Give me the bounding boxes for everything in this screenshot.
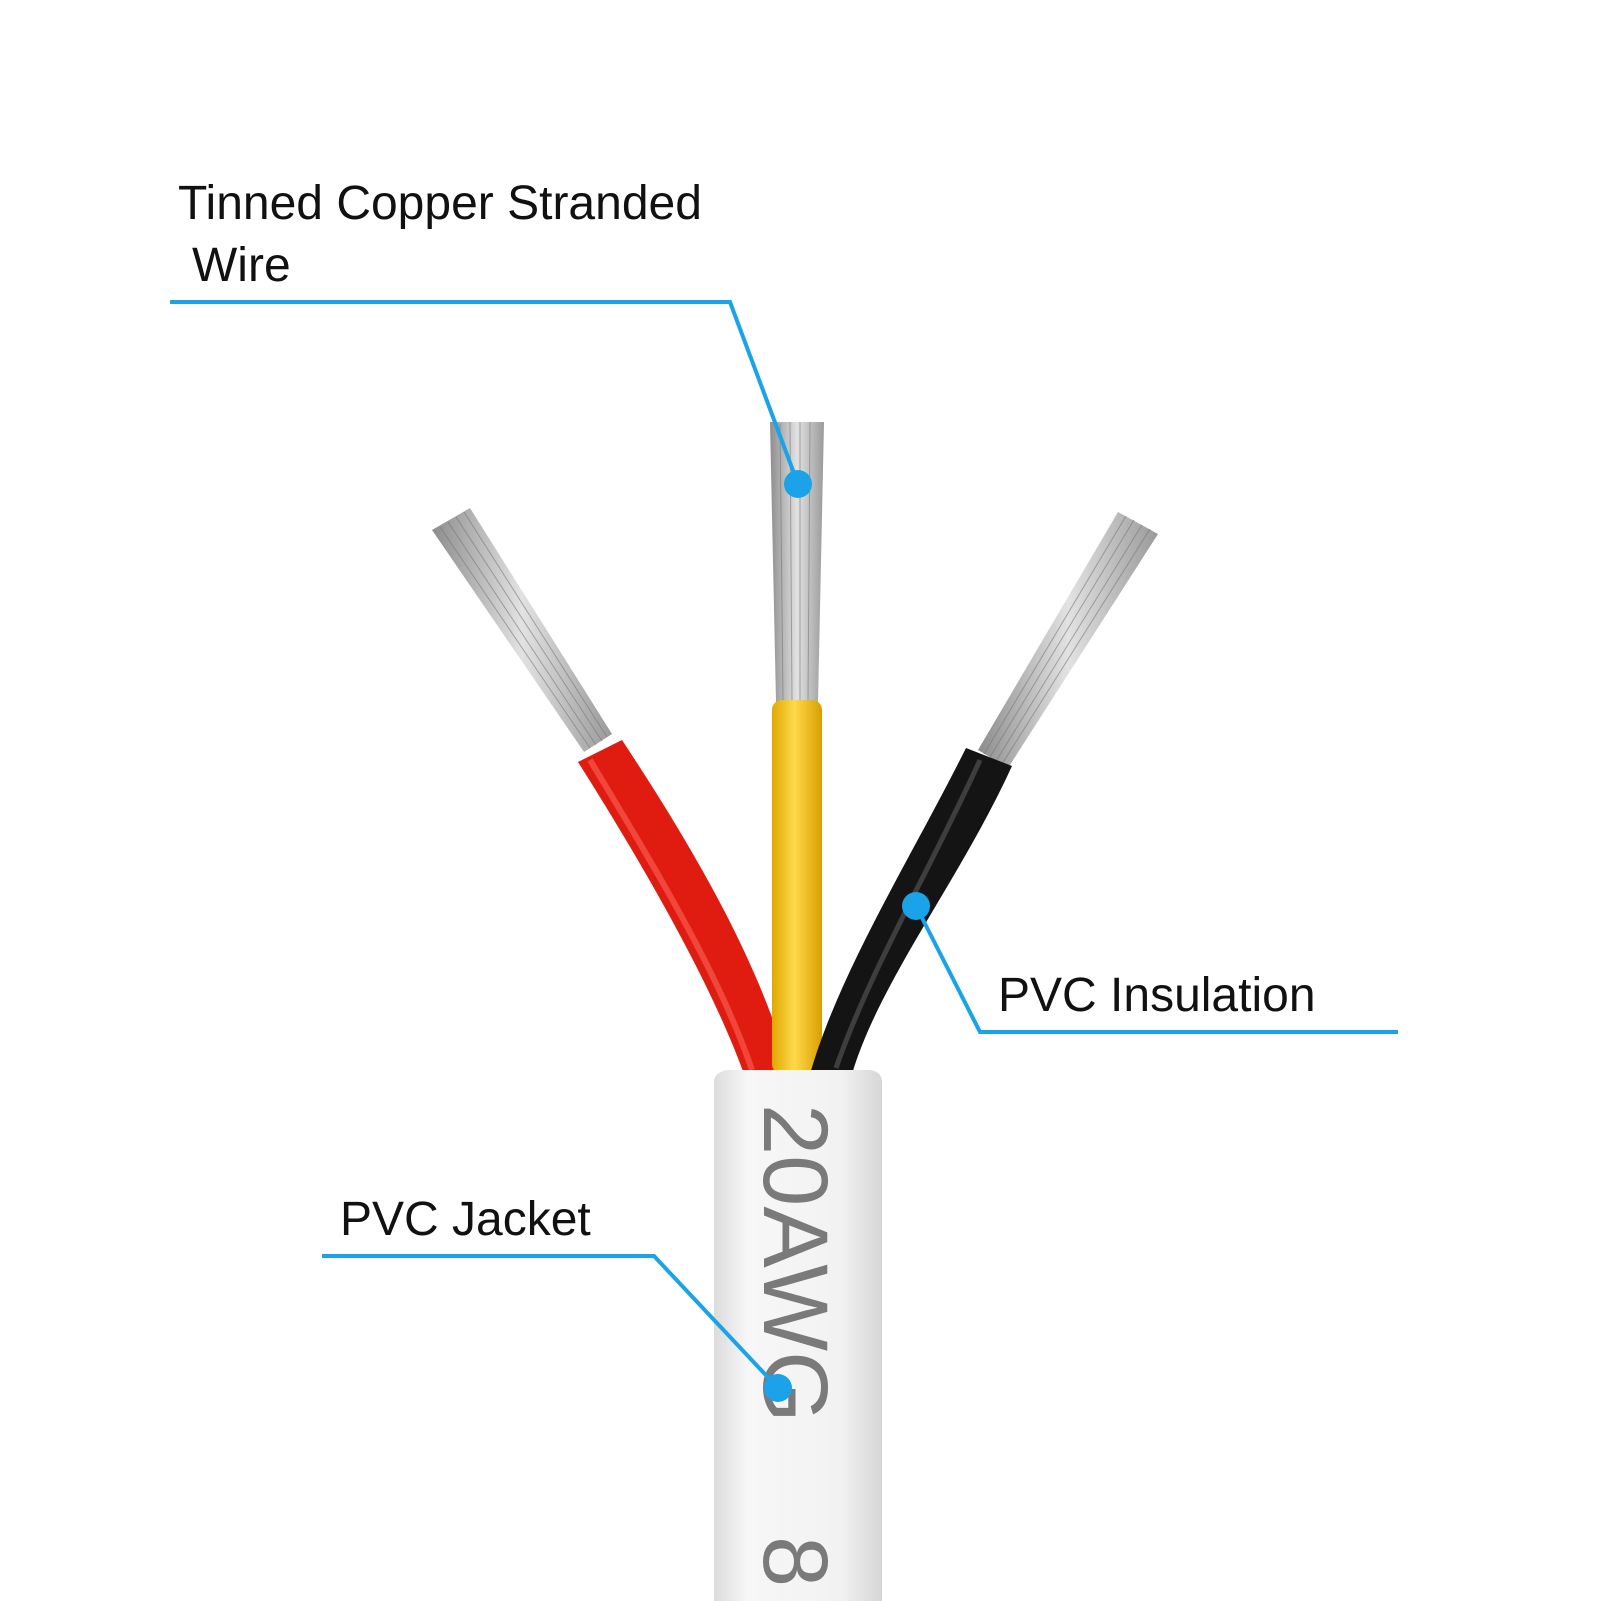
strands-middle bbox=[770, 421, 824, 702]
callout-conductor-line bbox=[170, 300, 800, 485]
cable-jacket bbox=[714, 1070, 882, 1601]
label-jacket: PVC Jacket bbox=[340, 1193, 591, 1246]
jacket-print-trailing: 8 bbox=[744, 1536, 846, 1587]
label-conductor-line2: Wire bbox=[192, 239, 291, 292]
callout-insulation-line bbox=[914, 905, 1398, 1034]
strands-left bbox=[432, 508, 612, 752]
yellow-wire bbox=[772, 700, 822, 1074]
jacket-print-gauge: 20AWG bbox=[744, 1104, 846, 1423]
callout-jacket-dot bbox=[764, 1374, 792, 1402]
label-conductor-line1: Tinned Copper Stranded bbox=[178, 177, 702, 230]
callout-jacket-line bbox=[322, 1254, 780, 1390]
callout-insulation-dot bbox=[902, 892, 930, 920]
strands-right bbox=[978, 512, 1158, 768]
label-insulation: PVC Insulation bbox=[998, 969, 1316, 1022]
callout-conductor-dot bbox=[784, 470, 812, 498]
